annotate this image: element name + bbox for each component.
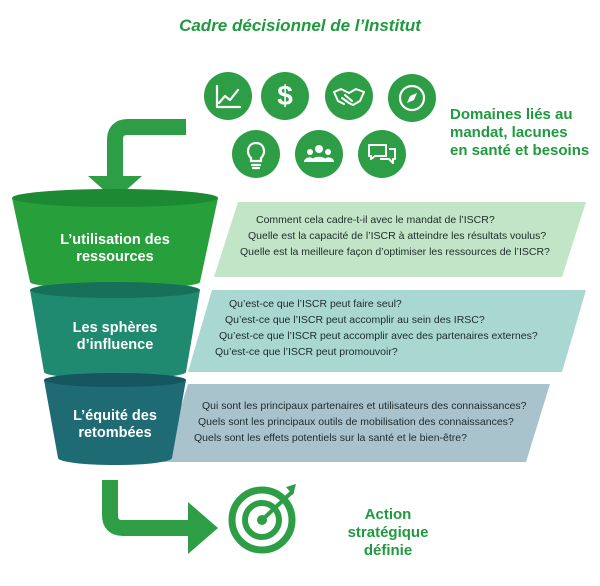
stage-label-line: retombées [78, 425, 152, 441]
target-arrow-icon [228, 484, 296, 554]
band-influence [188, 290, 586, 372]
lightbulb-icon [232, 130, 280, 178]
entry-arrow [107, 119, 186, 178]
domains-line: Domaines liés au [450, 106, 573, 123]
stage-label-resources: L’utilisation des ressources [35, 232, 195, 266]
action-heading: Action stratégique définie [338, 506, 438, 560]
people-group-icon [295, 130, 343, 178]
stage-label-line: ressources [76, 249, 154, 265]
exit-arrow [102, 480, 190, 536]
question-item: Quels sont les effets potentiels sur la … [194, 432, 467, 444]
compass-icon [388, 74, 436, 122]
question-item: Quels sont les principaux outils de mobi… [198, 416, 514, 428]
funnel-tier-influence [30, 290, 200, 372]
stage-label-line: Les sphères [72, 320, 158, 336]
stage-label-line: L’utilisation des [60, 232, 170, 248]
exit-arrow-head [188, 502, 218, 554]
funnel-rim-resources [12, 189, 218, 207]
question-item: Qu’est-ce que l’ISCR peut accomplir avec… [219, 330, 538, 342]
action-line: Action [364, 506, 412, 523]
funnel-rim-equity [44, 373, 186, 387]
stage-label-equity: L’équité des retombées [55, 408, 175, 442]
question-item: Quelle est la meilleure façon d’optimise… [240, 246, 550, 258]
question-item: Qu’est-ce que l’ISCR peut faire seul? [229, 298, 402, 310]
diagram-title: Cadre décisionnel de l’Institut [179, 16, 421, 35]
handshake-icon [325, 72, 373, 120]
funnel-tier-resources [12, 198, 218, 282]
chat-bubbles-icon [358, 130, 406, 178]
question-item: Qu’est-ce que l’ISCR peut promouvoir? [215, 346, 398, 358]
question-item: Qu’est-ce que l’ISCR peut accomplir au s… [225, 314, 485, 326]
action-line: stratégique [347, 524, 429, 541]
svg-text:$: $ [277, 80, 293, 111]
stage-label-line: d’influence [76, 337, 154, 353]
funnel-rim-influence [30, 282, 200, 298]
domains-heading: Domaines liés au mandat, lacunes en sant… [450, 106, 595, 160]
funnel-tier-equity [44, 380, 186, 458]
question-item: Quelle est la capacité de l’ISCR à attei… [248, 230, 547, 242]
dollar-icon: $ [261, 72, 309, 120]
entry-arrow-head [88, 176, 142, 200]
stage-label-influence: Les sphères d’influence [45, 320, 185, 354]
band-equity [164, 384, 550, 462]
question-item: Comment cela cadre-t-il avec le mandat d… [256, 214, 495, 226]
domains-line: mandat, lacunes [450, 124, 568, 141]
band-resources [214, 202, 586, 277]
stage-label-line: L’équité des [73, 408, 157, 424]
action-line: définie [363, 542, 413, 559]
question-item: Qui sont les principaux partenaires et u… [202, 400, 527, 412]
line-chart-icon [204, 72, 252, 120]
domains-line: en santé et besoins [450, 142, 590, 159]
